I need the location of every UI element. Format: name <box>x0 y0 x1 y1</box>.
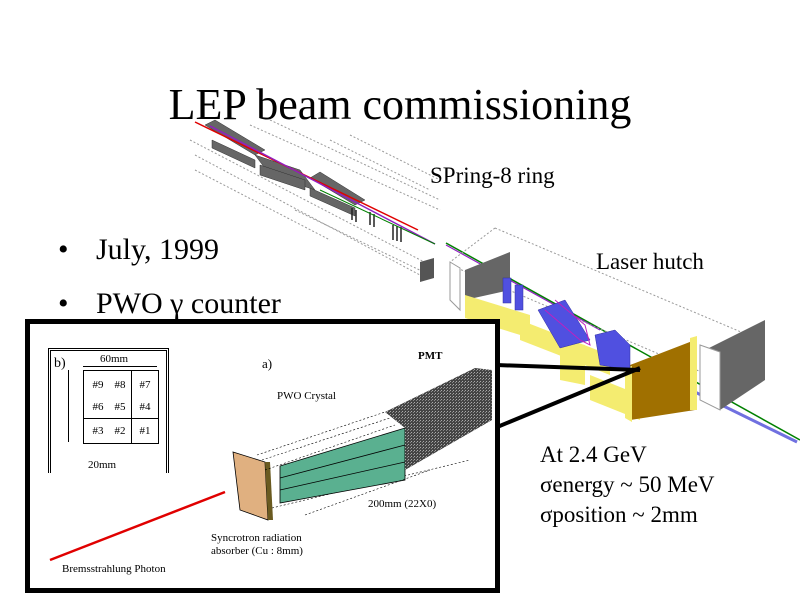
crystal-cell: #6 <box>92 401 104 413</box>
photon-beam-line <box>209 125 436 245</box>
bullet-marker: • <box>58 287 69 320</box>
crystal-cell: #4 <box>139 401 151 413</box>
ring-tunnel-outline <box>189 119 441 276</box>
ring-label: SPring-8 ring <box>430 163 555 188</box>
crystal-cell: #1 <box>139 425 151 437</box>
bullet-text: PWO γ counter <box>96 287 281 320</box>
hutch-entrance-wall <box>449 261 461 312</box>
pmt-label: PMT <box>418 350 443 362</box>
crystal-cell: #9 <box>92 379 104 391</box>
hutch-end-block-face <box>699 344 721 411</box>
position-resolution: σposition ~ 2mm <box>540 502 698 527</box>
pmt-bundle <box>385 368 492 470</box>
absorber-label-line1: Syncrotron radiation <box>211 532 302 544</box>
crystal-cell: #8 <box>114 379 126 391</box>
grid-divider <box>131 371 132 443</box>
height-dimension-line <box>68 370 69 442</box>
green-beam-line <box>319 189 436 245</box>
cell-size-label: 20mm <box>88 459 117 471</box>
bullet-text: July, 1999 <box>96 233 220 266</box>
crystal-array-panel <box>48 348 169 473</box>
tunnel-end-block <box>420 258 434 282</box>
pwo-crystal <box>279 427 406 504</box>
photon-beam-arrow <box>49 490 226 562</box>
absorber-edge <box>265 462 273 520</box>
energy-resolution: σenergy ~ 50 MeV <box>540 472 715 497</box>
crystal-cell: #7 <box>139 379 151 391</box>
crystal-cell: #3 <box>92 425 104 437</box>
photon-label: Bremsstrahlung Photon <box>62 563 166 575</box>
absorber-label-line2: absorber (Cu : 8mm) <box>211 545 303 557</box>
bullet-marker: • <box>58 233 69 266</box>
panel-b-tag: b) <box>54 356 66 371</box>
grid-divider <box>84 418 158 419</box>
width-label: 60mm <box>100 353 129 365</box>
crystal-cell: #5 <box>114 401 126 413</box>
hutch-entrance-wall-dark <box>465 252 510 300</box>
yellow-shielding <box>465 295 697 422</box>
performance-results: At 2.4 GeV σenergy ~ 50 MeV σposition ~ … <box>540 440 715 530</box>
crystal-separator <box>279 444 406 479</box>
energy-condition: At 2.4 GeV <box>540 442 647 467</box>
length-label: 200mm (22X0) <box>368 498 437 510</box>
absorber-plate <box>232 451 269 521</box>
hutch-label: Laser hutch <box>596 249 704 274</box>
crystal-cell: #2 <box>114 425 126 437</box>
crystal-label: PWO Crystal <box>277 390 336 402</box>
width-dimension-line <box>83 366 157 367</box>
bullet-item: • July, 1999 <box>58 233 219 267</box>
crystal-separator <box>279 461 406 491</box>
ring-supports <box>351 208 402 242</box>
panel-a-tag: a) <box>262 356 273 371</box>
pointer-line-lower <box>489 366 641 432</box>
laser-path <box>544 299 591 346</box>
slide-title: LEP beam commissioning <box>168 80 632 129</box>
bullet-item: • PWO γ counter <box>58 287 281 321</box>
laser-equipment <box>502 277 631 371</box>
crystal-grid: #9 #8 #7 #6 #5 #4 #3 #2 #1 <box>83 370 159 444</box>
